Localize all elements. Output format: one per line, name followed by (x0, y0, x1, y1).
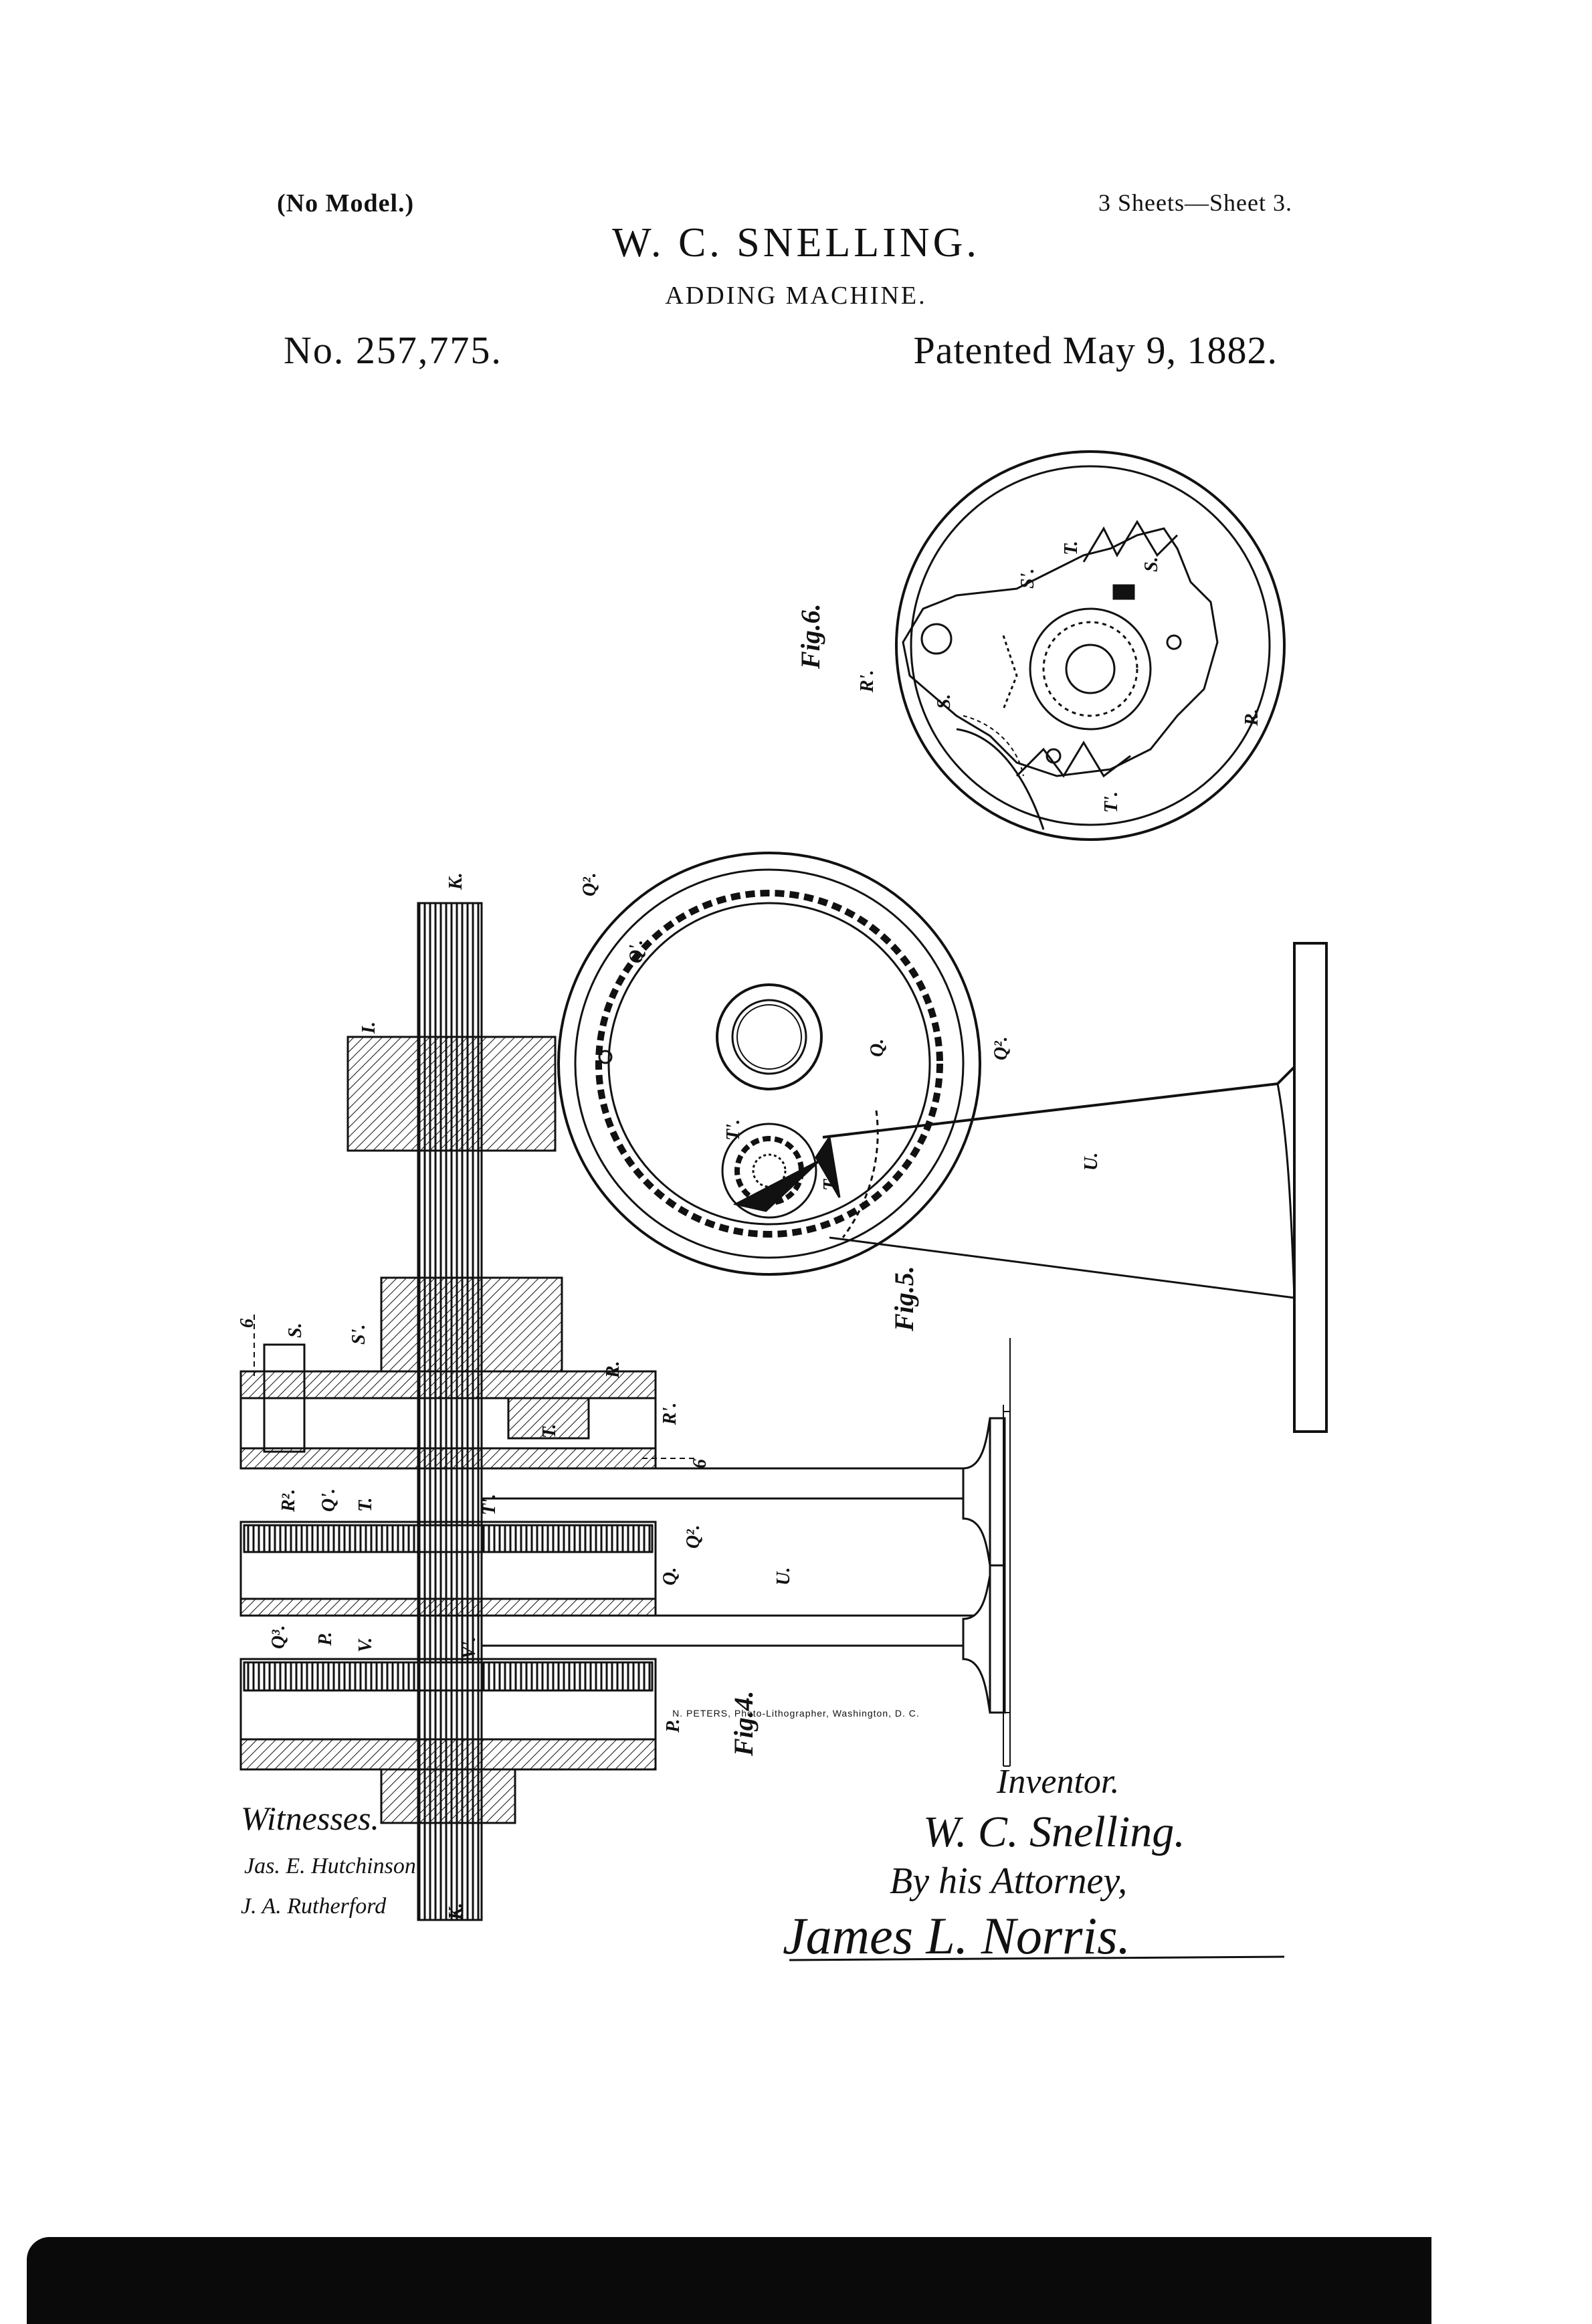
label-R1-fig4: R'. (660, 1403, 680, 1426)
signatures: Witnesses. Jas. E. Hutchinson J. A. Ruth… (241, 1763, 1285, 1965)
label-Q-fig5: Q. (867, 1039, 888, 1057)
label-R-fig6: R. (1241, 708, 1262, 727)
label-S-fig6b: S. (1141, 557, 1162, 572)
attorney-signature: James L. Norris. (783, 1907, 1130, 1965)
inventor-heading: Inventor. (996, 1763, 1119, 1801)
inventor-name: W. C. SNELLING. (612, 220, 980, 266)
label-T-fig5: T. (820, 1176, 841, 1191)
lithographer-imprint: N. PETERS, Photo-Lithographer, Washingto… (672, 1708, 920, 1719)
label-R1-fig6: R'. (857, 670, 878, 693)
label-T1-fig6: T'. (1101, 791, 1122, 813)
label-T1-fig4: T'. (479, 1494, 500, 1515)
label-S-fig4: S. (285, 1323, 306, 1338)
label-S-fig6: S. (934, 694, 955, 709)
label-Q3: Q³. (268, 1625, 289, 1649)
label-S1-fig4: S'. (349, 1325, 369, 1345)
label-Q2-fig5b: Q². (991, 1036, 1011, 1060)
patent-number: No. 257,775. (284, 328, 502, 372)
label-K-top: K. (445, 872, 466, 890)
label-T1-fig5: T'. (723, 1119, 744, 1141)
label-Q1-fig4: Q'. (318, 1488, 339, 1512)
witness-2-signature: J. A. Rutherford (241, 1894, 387, 1919)
label-R-fig4: R. (603, 1361, 623, 1379)
by-attorney: By his Attorney, (890, 1860, 1127, 1902)
fig5-label: Fig.5. (889, 1266, 919, 1332)
label-T-fig4b: T. (355, 1497, 376, 1512)
patent-title: ADDING MACHINE. (665, 282, 927, 310)
label-six-bottom: 6 (690, 1459, 710, 1468)
label-Q2-fig4: Q². (683, 1525, 704, 1549)
fig5-drawing (557, 852, 1328, 1433)
model-note: (No Model.) (277, 189, 415, 217)
label-U-fig5: U. (1081, 1153, 1102, 1171)
label-Q2-fig5a: Q². (579, 872, 600, 896)
label-T-fig6: T. (1061, 541, 1082, 555)
fig6-drawing (895, 450, 1286, 841)
scan-edge-bar (27, 2237, 1431, 2324)
label-P-fig4b: P. (663, 1719, 684, 1734)
label-S1-fig6: S'. (1017, 569, 1038, 589)
label-K-bottom: K. (445, 1903, 466, 1921)
witnesses-heading: Witnesses. (241, 1800, 379, 1837)
patent-date: Patented May 9, 1882. (913, 328, 1278, 372)
witness-1-signature: Jas. E. Hutchinson (244, 1854, 416, 1878)
label-Q-fig4: Q. (660, 1567, 680, 1585)
label-V: V. (355, 1638, 376, 1652)
label-six-top: 6 (237, 1319, 258, 1328)
label-R2: R². (278, 1489, 299, 1513)
label-Q1-fig5: Q'. (626, 940, 647, 963)
inventor-signature: W. C. Snelling. (923, 1808, 1185, 1856)
label-I: I. (359, 1022, 379, 1034)
label-U-fig4: U. (773, 1567, 794, 1585)
label-T-fig4a: T. (539, 1424, 560, 1438)
fig6-label: Fig.6. (795, 603, 825, 670)
label-P-fig4a: P. (315, 1632, 336, 1647)
label-V1: V'. (459, 1637, 480, 1659)
sheet-info: 3 Sheets—Sheet 3. (1098, 189, 1292, 216)
fig4-drawing (239, 902, 1011, 1921)
fig4-label: Fig.4. (728, 1690, 759, 1757)
